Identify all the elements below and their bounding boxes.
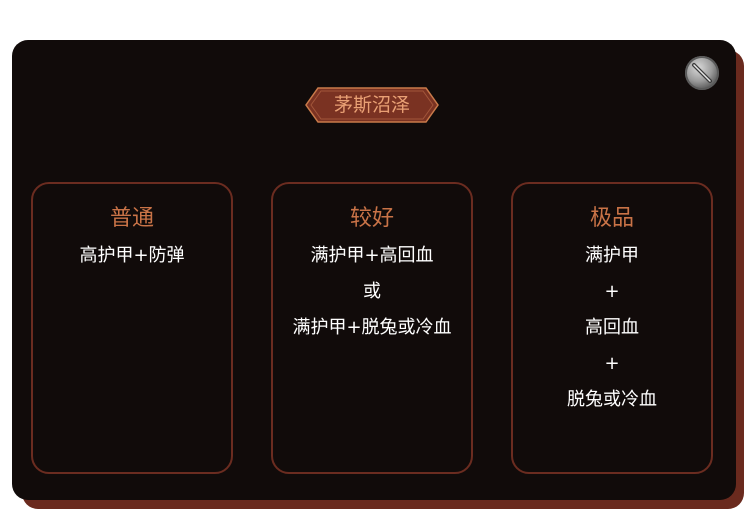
card-normal: 普通 高护甲+防弹 <box>31 182 233 474</box>
card-line: + <box>604 353 620 374</box>
card-lines: 高护甲+防弹 <box>33 242 231 278</box>
card-line: 脱兔或冷血 <box>567 389 657 410</box>
card-best: 极品 满护甲 + 高回血 + 脱兔或冷血 <box>511 182 713 474</box>
card-lines: 满护甲+高回血 或 满护甲+脱兔或冷血 <box>273 242 471 350</box>
close-button[interactable] <box>685 56 719 90</box>
card-line: 高回血 <box>585 317 639 338</box>
title-banner: 茅斯沼泽 <box>304 86 440 124</box>
card-line: 满护甲+高回血 <box>310 245 434 266</box>
card-line: 或 <box>363 281 381 302</box>
banner-frame <box>305 87 439 123</box>
page-title: 茅斯沼泽 <box>333 94 410 116</box>
card-lines: 满护甲 + 高回血 + 脱兔或冷血 <box>513 242 711 422</box>
card-line: 满护甲+脱兔或冷血 <box>292 317 452 338</box>
card-line: 满护甲 <box>585 245 639 266</box>
card-line: 高护甲+防弹 <box>79 245 185 266</box>
card-title: 普通 <box>109 206 154 231</box>
card-title: 极品 <box>589 206 634 231</box>
card-title: 较好 <box>349 206 394 231</box>
card-line: + <box>604 281 620 302</box>
close-icon <box>692 63 712 83</box>
card-better: 较好 满护甲+高回血 或 满护甲+脱兔或冷血 <box>271 182 473 474</box>
